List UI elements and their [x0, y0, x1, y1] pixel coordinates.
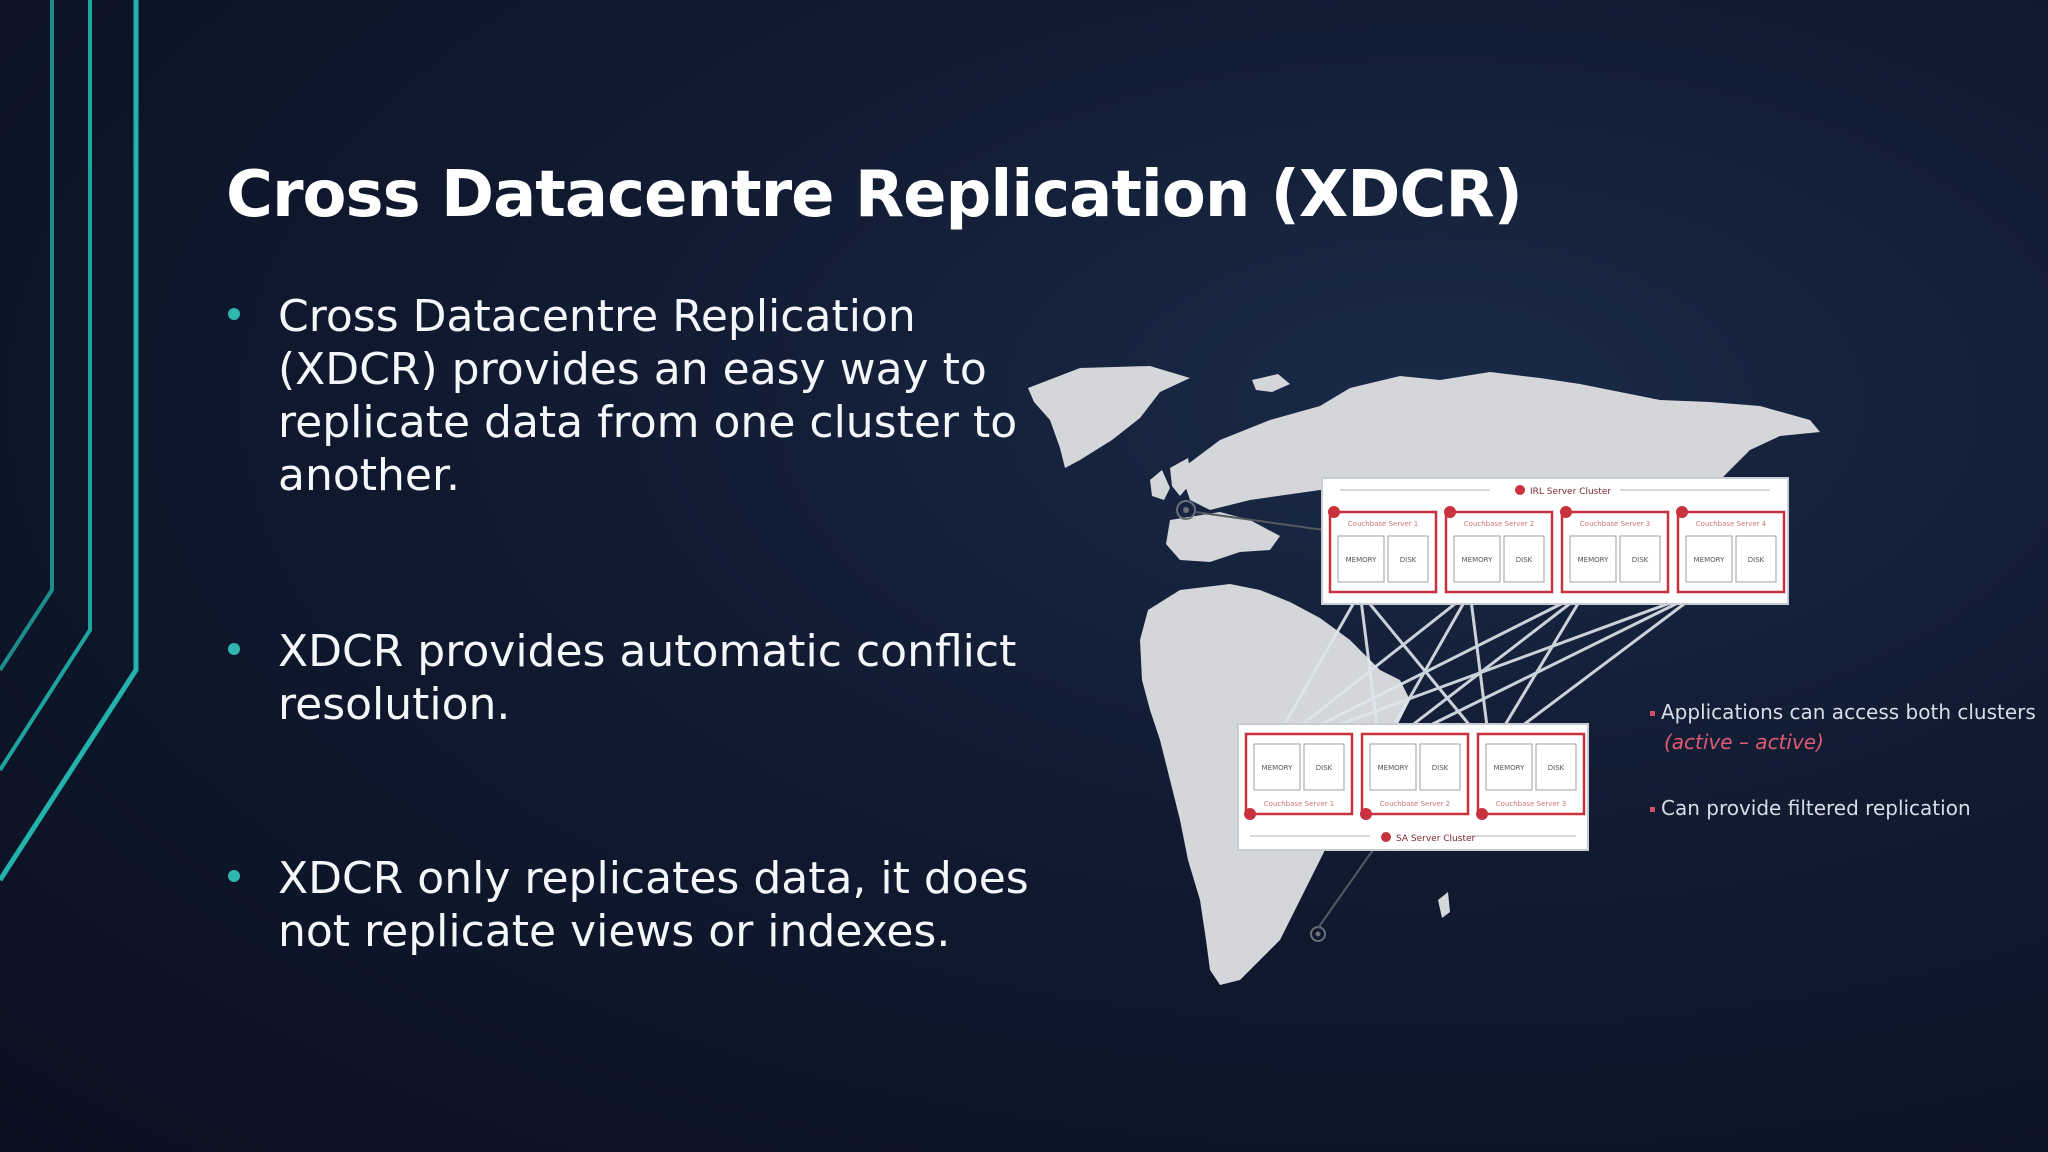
disk-label: DISK [1516, 556, 1533, 564]
location-marker-icon [1176, 500, 1196, 520]
couchbase-server: Couchbase Server 3 MEMORY DISK [1476, 732, 1586, 820]
note-bullet-icon [1650, 807, 1655, 812]
couchbase-logo-icon [1381, 832, 1391, 842]
couchbase-logo-icon [1476, 808, 1488, 820]
slide-title: Cross Datacentre Replication (XDCR) [226, 158, 1523, 232]
note-filtered-replication: Can provide filtered replication [1650, 796, 1971, 820]
couchbase-logo-icon [1328, 506, 1340, 518]
server-label: Couchbase Server 1 [1348, 520, 1418, 528]
couchbase-server: Couchbase Server 2 MEMORY DISK [1444, 506, 1554, 594]
memory-label: MEMORY [1694, 556, 1725, 564]
disk-label: DISK [1748, 556, 1765, 564]
couchbase-logo-icon [1360, 808, 1372, 820]
disk-label: DISK [1400, 556, 1417, 564]
server-label: Couchbase Server 3 [1496, 800, 1566, 808]
couchbase-logo-icon [1244, 808, 1256, 820]
disk-label: DISK [1632, 556, 1649, 564]
server-label: Couchbase Server 3 [1580, 520, 1650, 528]
sa-server-cluster: SA Server Cluster Couchbase Server 1 MEMO… [1237, 723, 1589, 851]
disk-label: DISK [1548, 764, 1565, 772]
bullet-dot-icon [228, 643, 240, 655]
couchbase-server: Couchbase Server 4 MEMORY DISK [1676, 506, 1786, 594]
disk-label: DISK [1316, 764, 1333, 772]
xdcr-diagram: IRL Server Cluster Couchbase Server 1 MEM… [1028, 366, 1820, 985]
note-bullet-icon [1650, 711, 1655, 716]
bullet-dot-icon [228, 308, 240, 320]
note-access-both-clusters: Applications can access both clusters [1650, 700, 2036, 724]
server-label: Couchbase Server 1 [1264, 800, 1334, 808]
irl-server-cluster: IRL Server Cluster Couchbase Server 1 MEM… [1321, 477, 1789, 605]
memory-label: MEMORY [1578, 556, 1609, 564]
server-label: Couchbase Server 2 [1464, 520, 1534, 528]
memory-label: MEMORY [1346, 556, 1377, 564]
couchbase-server: Couchbase Server 1 MEMORY DISK [1244, 732, 1354, 820]
couchbase-server: Couchbase Server 3 MEMORY DISK [1560, 506, 1670, 594]
memory-label: MEMORY [1378, 764, 1409, 772]
couchbase-logo-icon [1515, 485, 1525, 495]
couchbase-server: Couchbase Server 2 MEMORY DISK [1360, 732, 1470, 820]
couchbase-logo-icon [1676, 506, 1688, 518]
memory-label: MEMORY [1462, 556, 1493, 564]
decorative-lines [0, 0, 139, 882]
note-active-active: (active – active) [1664, 730, 1824, 754]
couchbase-logo-icon [1560, 506, 1572, 518]
memory-label: MEMORY [1262, 764, 1293, 772]
couchbase-logo-icon [1444, 506, 1456, 518]
server-label: Couchbase Server 4 [1696, 520, 1767, 528]
bullet-dot-icon [228, 870, 240, 882]
couchbase-server: Couchbase Server 1 MEMORY DISK [1328, 506, 1438, 594]
memory-label: MEMORY [1494, 764, 1525, 772]
disk-label: DISK [1432, 764, 1449, 772]
server-label: Couchbase Server 2 [1380, 800, 1450, 808]
sa-cluster-label: SA Server Cluster [1396, 834, 1476, 844]
irl-cluster-label: IRL Server Cluster [1530, 487, 1611, 497]
